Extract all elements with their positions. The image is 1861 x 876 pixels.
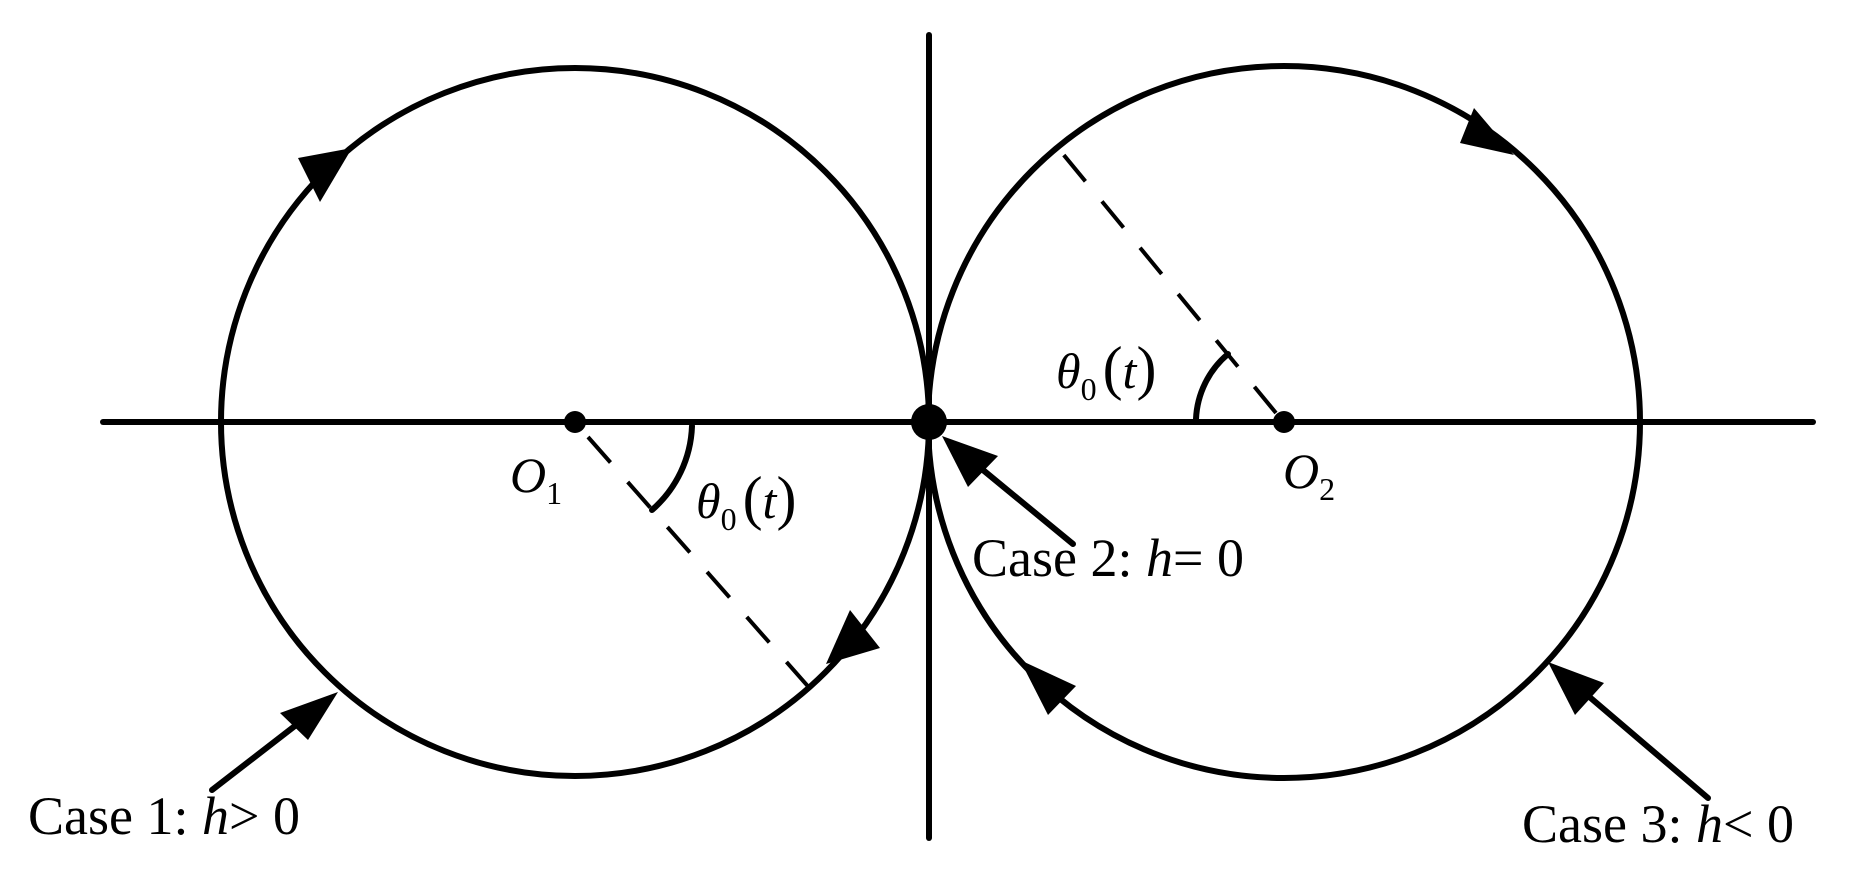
case1-pointer-arrowhead (280, 692, 338, 740)
right-circle-arrow-bottom (1020, 660, 1076, 715)
right-angle-arc (1193, 351, 1231, 422)
label-case1: Case 1: h> 0 (28, 786, 300, 846)
case1-pointer-line (209, 719, 303, 793)
center-point-o2 (1273, 411, 1295, 433)
label-o2: O2 (1283, 443, 1335, 507)
case3-pointer-arrowhead (1548, 662, 1604, 715)
left-circle-arrow-bottom (826, 610, 880, 664)
case2-pointer-arrowhead (942, 436, 998, 487)
label-theta-right: θ0(t) (1056, 335, 1156, 407)
label-o1: O1 (510, 447, 562, 511)
tangent-point (911, 404, 947, 440)
left-angle-arc (649, 423, 695, 513)
left-circle-arrow-top (298, 148, 352, 202)
case3-pointer-line (1583, 691, 1711, 801)
label-case3: Case 3: h< 0 (1522, 794, 1794, 854)
case2-pointer-line (980, 467, 1076, 547)
label-theta-left: θ0(t) (696, 465, 796, 537)
label-case2: Case 2: h= 0 (972, 528, 1244, 588)
center-point-o1 (564, 411, 586, 433)
right-circle-arrow-top (1460, 108, 1514, 155)
